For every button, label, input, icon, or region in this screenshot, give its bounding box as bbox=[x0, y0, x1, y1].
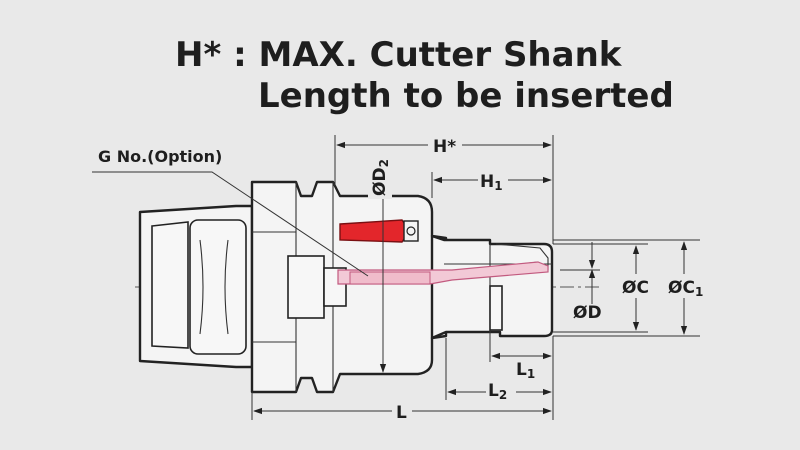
shank-cavity bbox=[189, 219, 247, 355]
adjust-screw bbox=[339, 219, 419, 243]
label-h-star: H* bbox=[433, 137, 456, 157]
label-d: ØD bbox=[573, 303, 602, 323]
label-h1: H1 bbox=[480, 172, 503, 193]
title-line-1: H* : MAX. Cutter Shank bbox=[175, 35, 623, 75]
label-d2: ØD2 bbox=[370, 159, 391, 196]
label-l: L bbox=[396, 403, 407, 423]
label-c: ØC bbox=[622, 278, 649, 298]
flange bbox=[250, 180, 448, 394]
callout-g-no: G No.(Option) bbox=[98, 147, 222, 166]
flange-inner-bore bbox=[287, 255, 325, 319]
title-line-2: Length to be inserted bbox=[258, 76, 674, 116]
shank-bore bbox=[151, 221, 189, 349]
callout-leader bbox=[92, 171, 369, 277]
label-c1: ØC1 bbox=[668, 278, 703, 299]
label-l1: L1 bbox=[516, 360, 535, 381]
label-l2: L2 bbox=[488, 381, 507, 402]
